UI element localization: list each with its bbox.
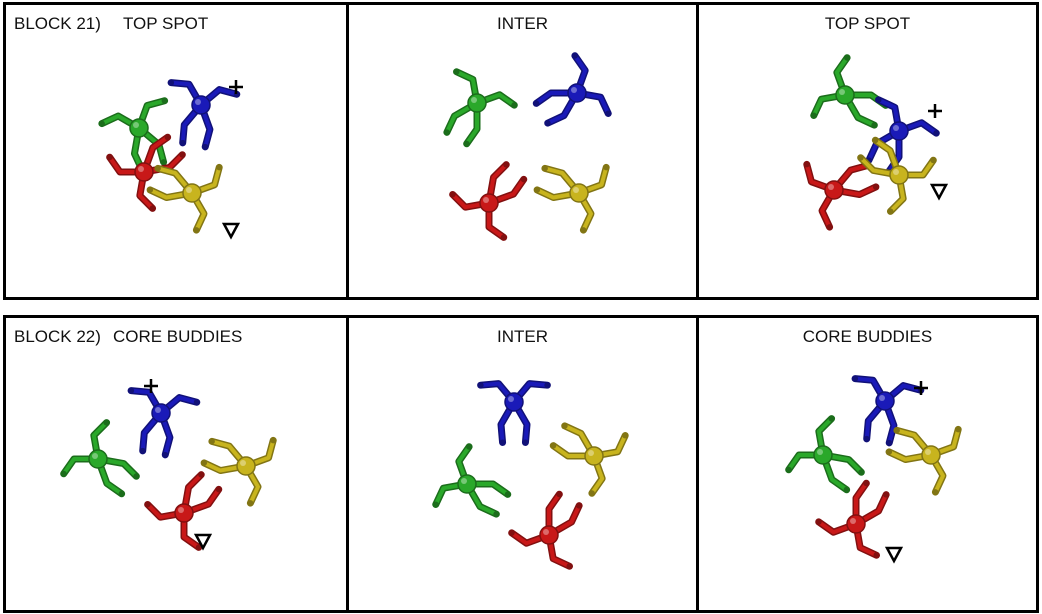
plus-marker (144, 379, 158, 393)
plus-marker (229, 80, 243, 94)
triangle-marker (929, 183, 949, 201)
red-flyer (144, 471, 223, 551)
formation-drawing (98, 79, 243, 240)
panel-title: CORE BUDDIES (802, 327, 933, 346)
formation-drawing (60, 379, 277, 551)
triangle-marker (884, 546, 904, 564)
blue-flyer (167, 79, 241, 151)
panel-block22-inter: INTER (346, 318, 696, 610)
green-flyer (432, 443, 512, 518)
plus-marker (914, 381, 928, 395)
panel-block21-top-spot-start: BLOCK 21) TOP SPOT (6, 5, 346, 297)
yellow-flyer (146, 163, 223, 234)
blue-flyer (477, 380, 551, 446)
yellow-flyer (857, 136, 937, 215)
formation-drawing (443, 52, 612, 241)
block-22: BLOCK 22) CORE BUDDIES INTER CORE BUDDIES (3, 315, 1039, 613)
red-flyer (449, 161, 528, 241)
red-flyer (106, 133, 186, 212)
red-flyer (815, 479, 890, 559)
formation-drawing (803, 54, 949, 231)
formation-drawing (432, 380, 629, 570)
block-label: BLOCK 21) (14, 14, 101, 33)
blue-flyer (127, 387, 201, 459)
formation-drawing (785, 375, 962, 564)
yellow-flyer (549, 422, 629, 497)
triangle-marker (221, 222, 241, 240)
plus-marker (928, 104, 942, 118)
green-flyer (60, 419, 140, 498)
panel-block21-top-spot-end: TOP SPOT (696, 5, 1036, 297)
block-21: BLOCK 21) TOP SPOT INTER TOP SPOT (3, 2, 1039, 300)
panel-title: BLOCK 22) CORE BUDDIES (14, 327, 242, 347)
triangle-marker (193, 533, 213, 551)
panel-block22-core-buddies-start: BLOCK 22) CORE BUDDIES (6, 318, 346, 610)
yellow-flyer (200, 436, 277, 507)
panel-title: BLOCK 21) TOP SPOT (14, 14, 208, 34)
formation-name: TOP SPOT (122, 14, 209, 33)
yellow-flyer (533, 163, 610, 234)
blue-flyer (532, 52, 612, 127)
panel-block21-inter: INTER (346, 5, 696, 297)
formation-name: CORE BUDDIES (112, 327, 243, 346)
panel-title: TOP SPOT (824, 14, 911, 33)
panel-block22-core-buddies-end: CORE BUDDIES (696, 318, 1036, 610)
panel-title: INTER (497, 14, 548, 33)
red-flyer (508, 490, 583, 570)
green-flyer (443, 68, 518, 148)
block-label: BLOCK 22) (14, 327, 101, 346)
panel-title: INTER (497, 327, 548, 346)
green-flyer (810, 54, 890, 129)
green-flyer (785, 415, 865, 494)
yellow-flyer (885, 425, 962, 496)
red-flyer (803, 160, 880, 231)
